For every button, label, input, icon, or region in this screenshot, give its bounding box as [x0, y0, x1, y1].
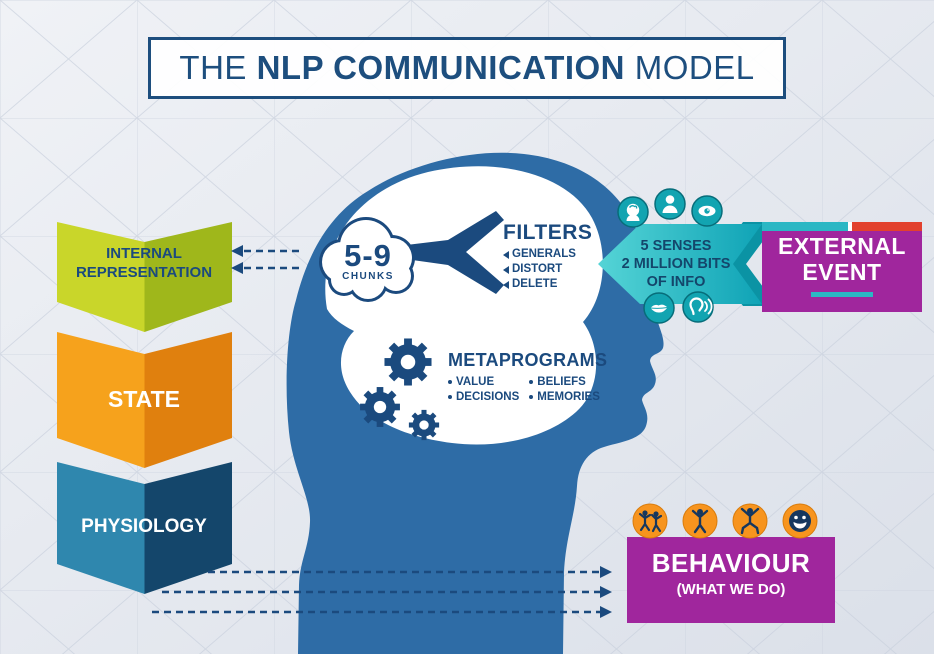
arrowhead-icon — [600, 606, 612, 618]
chevron-physiology — [57, 462, 232, 594]
bullet-dot-icon — [448, 380, 452, 384]
red-strip — [852, 222, 922, 231]
filter-item-label: DISTORT — [512, 263, 563, 275]
title-pre: THE — [179, 49, 257, 86]
metaprograms-block: METAPROGRAMS VALUE BELIEFS DECISIONS MEM… — [448, 350, 623, 403]
senses-line: 5 SENSES — [640, 238, 712, 254]
senses-line: OF INFO — [646, 274, 706, 290]
senses-line: 2 MILLION BITS — [621, 256, 731, 272]
smiley-face-icon — [782, 503, 818, 539]
chunks-label-group: 5-9 CHUNKS — [329, 238, 407, 282]
arrowhead-icon — [231, 245, 243, 257]
arrowhead-icon — [231, 262, 243, 274]
person-icon — [654, 188, 686, 220]
chevron-label-state: STATE — [108, 386, 180, 412]
brain-icon — [617, 196, 649, 228]
chevron-internal-representation — [57, 222, 232, 332]
filter-item: GENERALS — [503, 247, 615, 262]
dancing-people-icon — [632, 503, 668, 539]
triangle-bullet-icon — [503, 265, 509, 274]
arrow-head-to-internal-representation — [231, 245, 299, 274]
metaprograms-list: VALUE BELIEFS DECISIONS MEMORIES — [448, 376, 623, 403]
filter-item: DISTORT — [503, 262, 615, 277]
title-box: THE NLP COMMUNICATION MODEL — [148, 37, 786, 99]
external-event-underline — [811, 292, 873, 297]
strip-divider — [848, 222, 852, 231]
metaprogram-item-label: VALUE — [456, 376, 495, 388]
behaviour-subtitle: (WHAT WE DO) — [676, 581, 786, 598]
metaprogram-item: DECISIONS — [448, 391, 519, 403]
jumping-person-icon — [732, 503, 768, 539]
chevron-state — [57, 332, 232, 468]
bullet-dot-icon — [448, 395, 452, 399]
behaviour-title: BEHAVIOUR — [651, 548, 811, 578]
chevron-label-internal-representation: INTERNAL REPRESENTATION — [75, 245, 213, 281]
filter-item: DELETE — [503, 277, 615, 292]
title-post: MODEL — [625, 49, 755, 86]
senses-arrow — [598, 224, 762, 304]
senses-text: 5 SENSES 2 MILLION BITS OF INFO — [612, 237, 740, 291]
external-event-title: EXTERNAL EVENT — [764, 233, 920, 297]
external-event-box — [762, 222, 922, 312]
bullet-dot-icon — [529, 380, 534, 384]
chunks-cloud-icon — [319, 217, 415, 302]
mouth-icon — [643, 292, 675, 324]
arrow-physiology-to-behaviour — [152, 566, 612, 618]
triangle-bullet-icon — [503, 280, 509, 289]
title-main: NLP COMMUNICATION — [256, 49, 626, 86]
metaprogram-item-label: DECISIONS — [456, 391, 520, 403]
funnel-icon — [398, 211, 504, 294]
external-event-line2: EVENT — [802, 259, 882, 285]
chunks-label: CHUNKS — [342, 271, 394, 282]
bullet-dot-icon — [529, 395, 534, 399]
gear-icon — [408, 409, 440, 441]
metaprogram-item: BELIEFS — [529, 376, 600, 388]
behaviour-title-group: BEHAVIOUR (WHAT WE DO) — [627, 548, 835, 598]
triangle-bullet-icon — [503, 250, 509, 259]
metaprograms-heading: METAPROGRAMS — [448, 350, 608, 370]
eye-icon — [691, 195, 723, 227]
metaprogram-item-label: MEMORIES — [537, 391, 600, 403]
metaprogram-item-label: BELIEFS — [537, 376, 586, 388]
gear-icon — [360, 387, 400, 427]
external-event-line1: EXTERNAL — [778, 233, 906, 259]
metaprogram-item: VALUE — [448, 376, 519, 388]
chevron-label-physiology: PHYSIOLOGY — [81, 516, 207, 537]
arrowhead-icon — [600, 586, 612, 598]
cheering-person-icon — [682, 503, 718, 539]
behaviour-box — [627, 537, 835, 623]
chunks-number: 5-9 — [344, 238, 392, 273]
filters-heading: FILTERS — [503, 221, 593, 244]
gear-icon — [384, 338, 432, 386]
filter-item-label: DELETE — [512, 278, 558, 290]
filters-block: FILTERS GENERALS DISTORT DELETE — [503, 221, 615, 292]
filter-item-label: GENERALS — [512, 248, 576, 260]
ear-icon — [682, 291, 714, 323]
arrowhead-icon — [600, 566, 612, 578]
metaprogram-item: MEMORIES — [529, 391, 600, 403]
teal-strip — [762, 222, 848, 231]
